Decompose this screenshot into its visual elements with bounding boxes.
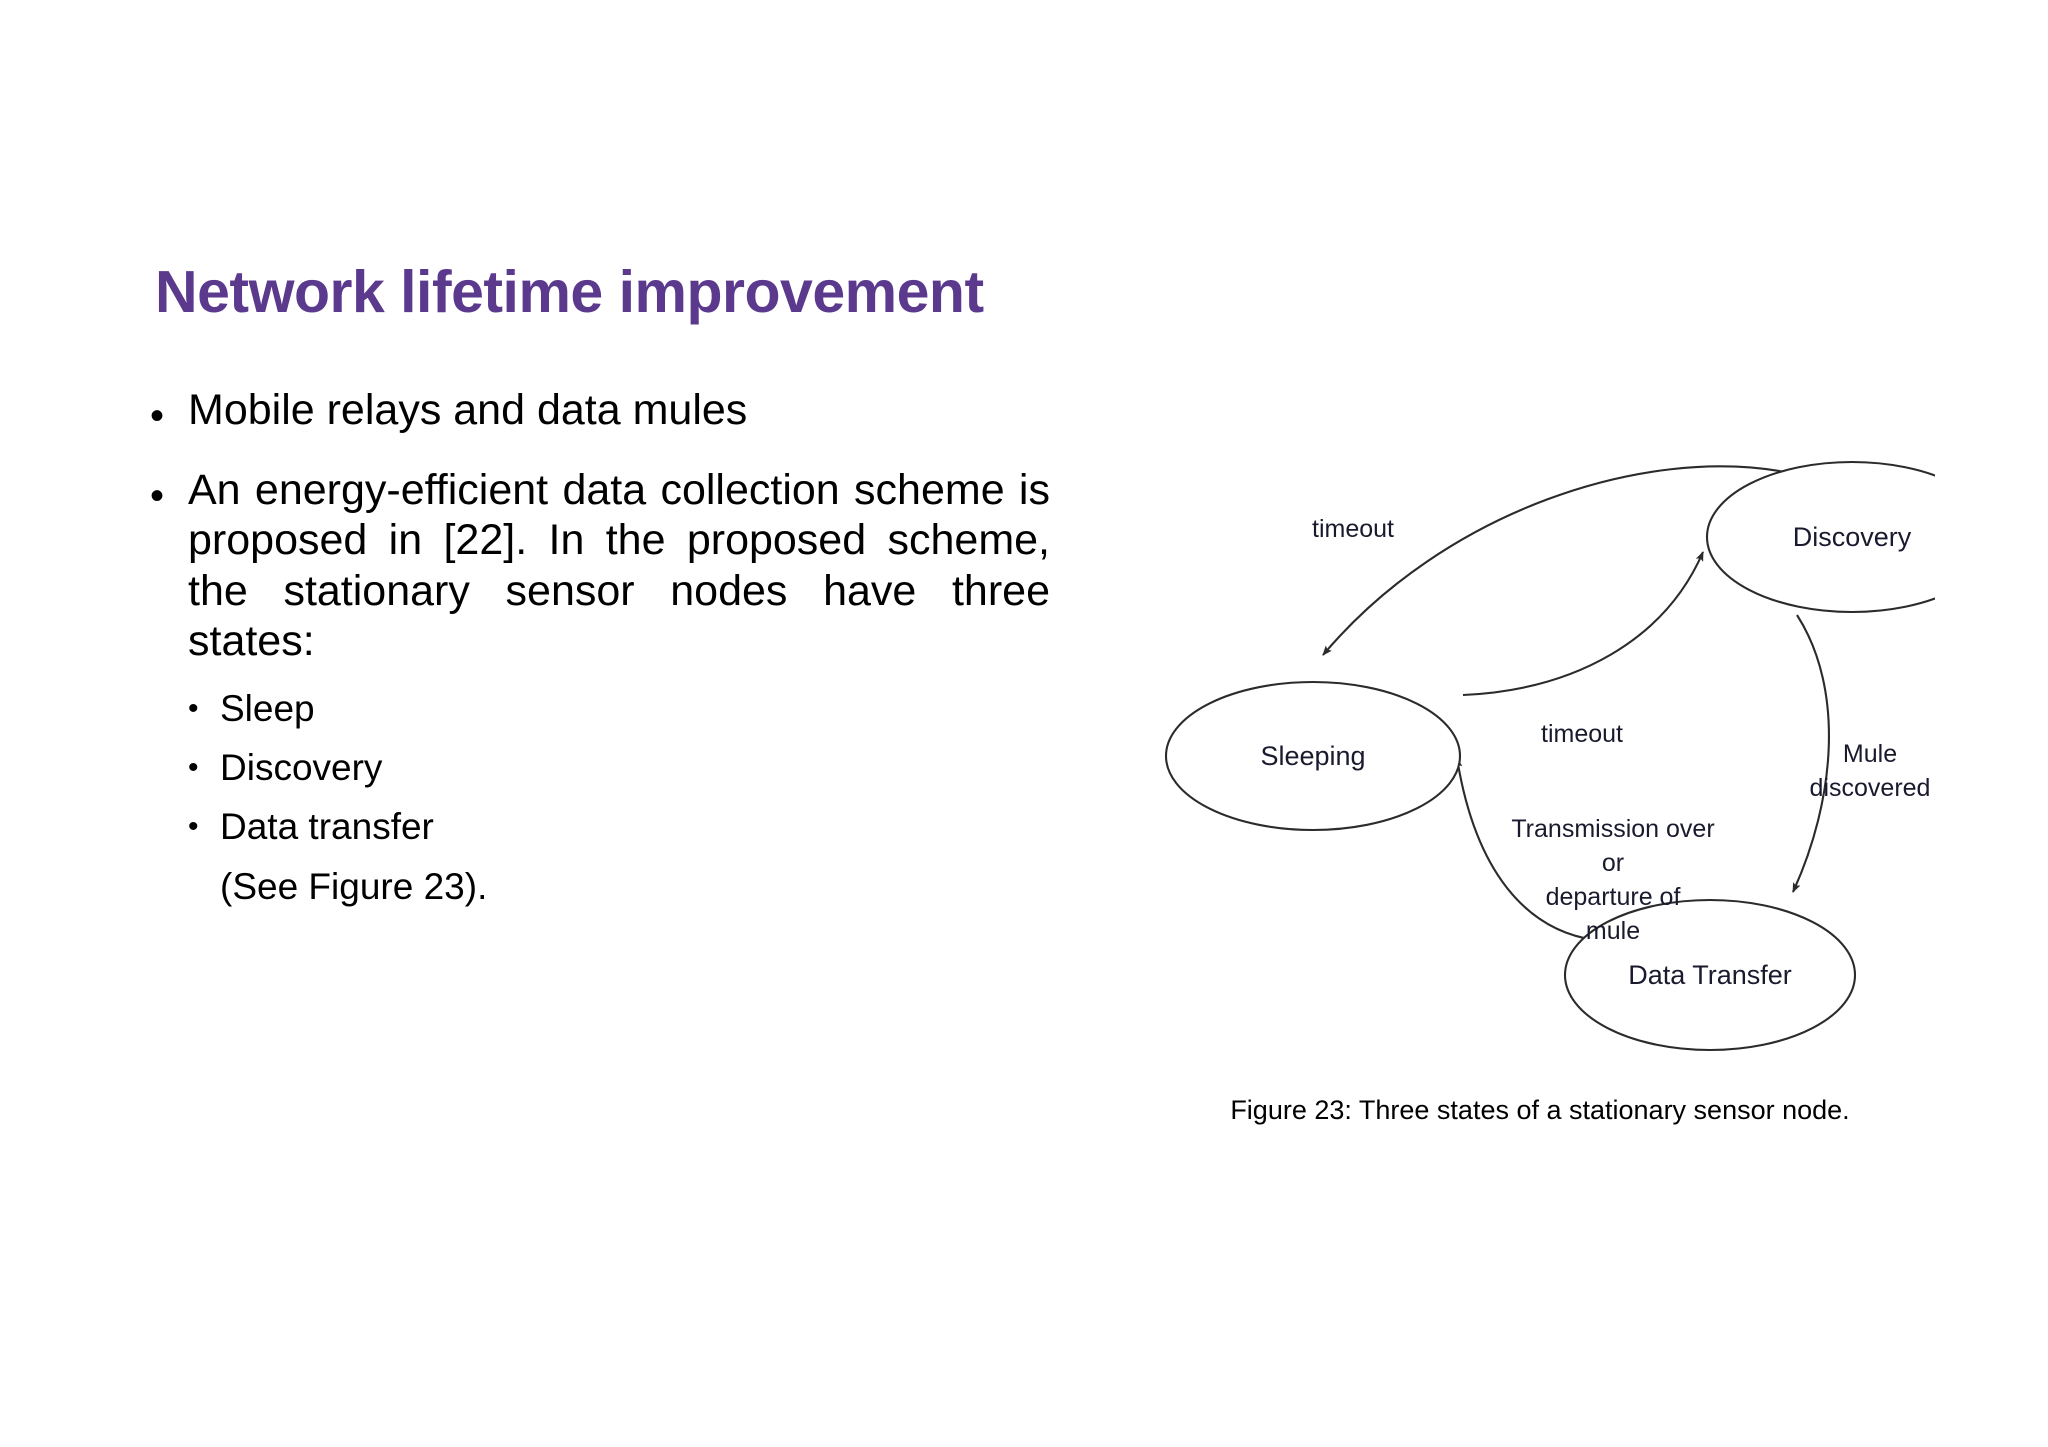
figure-block: Discovery Sleeping Data Transfer timeout…: [1145, 440, 1935, 1140]
data-transfer-ellipse: [1563, 898, 1857, 1052]
node-discovery: Discovery: [1705, 460, 1935, 614]
bullet-marker: •: [150, 394, 165, 438]
edge-label-transmission-line1: Transmission over: [1511, 815, 1714, 843]
sub-bullet-item-sleep: • Sleep: [188, 684, 1050, 734]
bullet-marker: •: [150, 474, 165, 518]
sub-bullet-marker: •: [188, 810, 199, 844]
discovery-ellipse: [1705, 460, 1935, 614]
bullet-text: An energy-efficient data collection sche…: [188, 466, 1050, 665]
edge-sleeping-to-discovery: [1462, 551, 1704, 697]
sub-bullet-list: • Sleep • Discovery • Data transfer (See…: [188, 684, 1050, 913]
edge-label-transmission-line4: mule: [1586, 917, 1640, 945]
sub-bullet-marker: •: [188, 692, 199, 726]
edge-data-transfer-to-sleeping: [1454, 757, 1596, 942]
sub-bullet-item-discovery: • Discovery: [188, 743, 1050, 793]
edge-label-timeout-top: timeout: [1312, 515, 1394, 543]
sub-bullet-label: Sleep: [220, 688, 315, 730]
data-transfer-label: Data Transfer: [1628, 960, 1792, 990]
sub-bullet-label: Discovery: [220, 747, 383, 789]
bullet-item-energy-efficient-scheme: • An energy-efficient data collection sc…: [150, 465, 1050, 666]
edge-discovery-to-sleeping: [1322, 465, 1786, 656]
sub-bullet-label: Data transfer: [220, 806, 434, 848]
node-sleeping: Sleeping: [1164, 680, 1462, 832]
node-data-transfer: Data Transfer: [1563, 898, 1857, 1052]
state-diagram-figure: Discovery Sleeping Data Transfer timeout…: [1164, 460, 1935, 1052]
page-title: Network lifetime improvement: [155, 258, 984, 325]
edge-label-timeout-middle: timeout: [1541, 720, 1623, 748]
bullet-item-mobile-relays: • Mobile relays and data mules: [150, 385, 1050, 447]
sleeping-ellipse: [1164, 680, 1462, 832]
discovery-label: Discovery: [1793, 522, 1912, 552]
bullet-text: Mobile relays and data mules: [188, 386, 748, 434]
edge-label-mule-discovered-line2: discovered: [1810, 774, 1931, 802]
figure-caption: Figure 23: Three states of a stationary …: [1230, 1095, 1850, 1125]
edge-label-mule-discovered-line1: Mule: [1843, 740, 1897, 768]
sleeping-label: Sleeping: [1260, 741, 1365, 771]
sub-bullet-item-data-transfer: • Data transfer: [188, 802, 1050, 852]
edge-label-transmission-line2: or: [1602, 849, 1624, 877]
sub-bullet-marker: •: [188, 751, 199, 785]
edge-label-transmission-line3: departure of: [1546, 883, 1681, 911]
edge-discovery-to-data-transfer: [1792, 614, 1830, 893]
see-figure-reference: (See Figure 23).: [220, 866, 488, 908]
content-column: • Mobile relays and data mules • An ener…: [150, 385, 1050, 913]
